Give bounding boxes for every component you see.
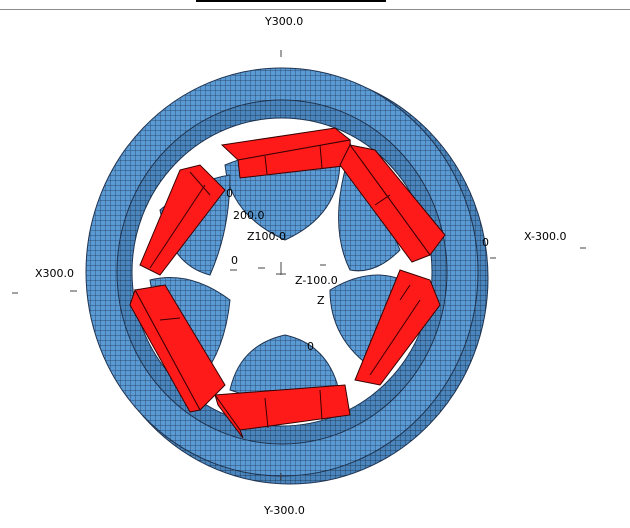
occluded-label: 0 xyxy=(226,187,233,200)
occluded-label: 0 xyxy=(307,340,314,353)
magnet-bottom xyxy=(214,384,351,439)
axis-label-x-pos: X300.0 xyxy=(35,267,75,280)
magnet-upper-right xyxy=(339,144,446,263)
axis-guides xyxy=(12,50,586,480)
occluded-label: 200.0 xyxy=(233,209,265,222)
magnet-top xyxy=(220,127,353,179)
title-underline xyxy=(196,0,386,2)
axis-label-x-neg: X-300.0 xyxy=(524,230,567,243)
axis-label-y-pos: Y300.0 xyxy=(265,15,304,28)
axis-label-y-neg: Y-300.0 xyxy=(264,504,305,517)
axis-label-z-neg: Z-100.0 xyxy=(295,274,338,287)
occluded-label: 0 xyxy=(482,236,489,249)
magnet-upper-left xyxy=(139,164,226,276)
occluded-label: 0 xyxy=(231,254,238,267)
axis-label-z-pos: Z100.0 xyxy=(247,230,287,243)
magnet-lower-right xyxy=(354,269,441,386)
magnet-lower-left xyxy=(129,284,226,413)
magnets xyxy=(129,127,446,439)
viewport-top-border xyxy=(0,9,630,10)
occluded-label: Z xyxy=(317,294,325,307)
